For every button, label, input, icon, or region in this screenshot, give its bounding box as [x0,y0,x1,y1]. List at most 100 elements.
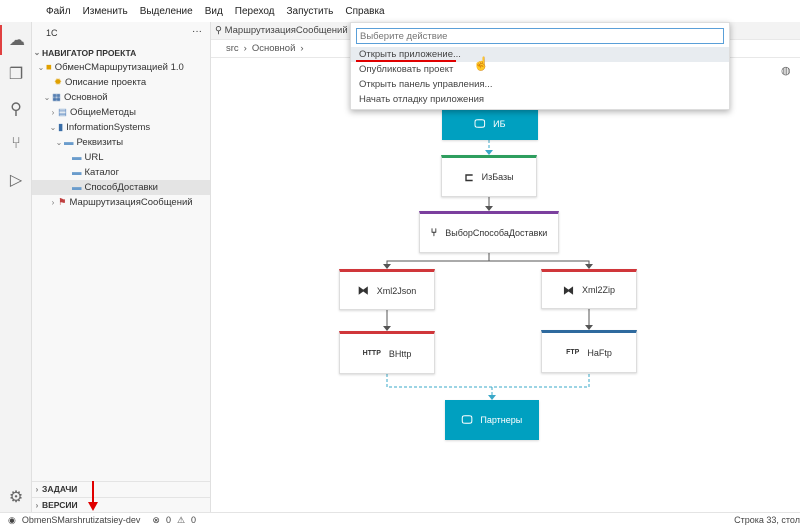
section-label: ВЕРСИИ [42,500,78,510]
tree-label: InformationSystems [66,122,151,133]
node-xml2json[interactable]: ⧓ Xml2Json [339,269,435,310]
database-1c-icon: ⊏ [464,171,474,184]
connector [386,373,590,398]
tree-label: Реквизиты [76,137,124,148]
tab-routing[interactable]: ⚲ МаршрутизацияСообщений [215,25,348,36]
menu-go[interactable]: Переход [234,5,275,17]
node-label: Xml2Json [376,285,417,296]
project-navigator-header[interactable]: ⌄НАВИГАТОР ПРОЕКТА [33,47,137,58]
tree-item-routing[interactable]: ›⚑МаршрутизацияСообщений [51,197,193,208]
more-actions-button[interactable]: ··· [192,26,202,37]
arrow-head [585,325,593,330]
transform-icon: ⧓ [357,285,369,297]
menu-file[interactable]: Файл [46,5,71,17]
node-partners[interactable]: 🖵Партнеры [445,400,539,440]
menu-view[interactable]: Вид [204,5,223,17]
tree-label: МаршрутизацияСообщений [69,197,193,208]
attribute-icon: ▬ [72,152,82,163]
tab-label: МаршрутизацияСообщений [224,25,348,36]
red-arrow-head [88,502,98,511]
tree-item-attributes[interactable]: ⌄▬Реквизиты [55,137,124,148]
versions-section[interactable]: ›ВЕРСИИ [32,497,210,512]
folder-1c-icon: ■ [46,62,52,73]
command-start-debug[interactable]: Начать отладку приложения [359,94,485,105]
module-icon: ▤ [58,107,67,118]
command-publish[interactable]: Опубликовать проект [359,64,454,75]
attribute-icon: ▬ [72,167,82,178]
red-underline [356,60,456,62]
tree-item-information-systems[interactable]: ⌄▮InformationSystems [49,122,151,133]
diagram-connectors [88,140,593,511]
remote-icon: ◉ [8,514,16,525]
node-haftp[interactable]: FTP HaFtp [541,330,637,373]
breadcrumb-main[interactable]: Основной [251,43,296,54]
diagram-icon: ⚲ [215,25,225,36]
node-ib[interactable]: 🖵 ИБ [442,108,538,140]
command-open-panel[interactable]: Открыть панель управления... [359,79,493,90]
cursor-position[interactable]: Строка 33, стол [734,515,800,525]
monitor-icon: 🖵 [474,117,486,130]
tree-item-project[interactable]: ⌄■ОбменСМаршрутизацией 1.0 [37,62,184,73]
attribute-icon: ▬ [64,137,74,148]
error-count[interactable]: 0 [165,515,171,525]
arrow-head [383,264,391,269]
arrow-head [485,150,493,155]
routing-icon: ⚑ [58,197,67,208]
command-open-app[interactable]: Открыть приложение... [351,47,729,62]
node-vhttp[interactable]: HTTP ВHttp [339,331,435,374]
warning-count[interactable]: 0 [191,515,197,525]
breadcrumb-src[interactable]: src [226,43,239,54]
tree-item-url[interactable]: ▬URL [32,150,210,165]
gear-icon: ✹ [54,77,62,88]
node-iz-bazy[interactable]: ⊏ ИзБазы [441,155,537,197]
node-label: ИБ [493,119,506,129]
tree-label: ОбменСМаршрутизацией 1.0 [54,62,184,73]
section-label: НАВИГАТОР ПРОЕКТА [42,47,137,58]
grid-icon: ▦ [52,92,61,103]
tree-item-delivery-method[interactable]: ▬СпособДоставки [32,180,210,195]
menu-edit[interactable]: Изменить [82,5,128,17]
arrow-head [383,326,391,331]
tree-item-common-methods[interactable]: ›▤ОбщиеМетоды [51,107,136,118]
tasks-section[interactable]: ›ЗАДАЧИ [32,481,210,496]
warning-icon: ⚠ [176,514,186,525]
node-label: ВHttp [388,348,412,359]
node-xml2zip[interactable]: ⧓Xml2Zip [541,269,637,309]
menu-selection[interactable]: Выделение [139,5,193,17]
arrow-head [488,395,496,400]
node-label: Партнеры [480,415,523,425]
ftp-icon: FTP [566,349,580,356]
status-branch[interactable]: ObmenSMarshrutizatsiey-dev [21,515,141,525]
http-icon: HTTP [362,350,381,357]
run-debug-icon[interactable]: ▷ [9,172,23,189]
palette-icon[interactable]: ◍ [781,65,791,77]
tree-item-main[interactable]: ⌄▦Основной [43,92,108,103]
tree-label: ОбщиеМетоды [69,107,136,118]
error-icon: ⊗ [152,514,160,525]
menu-bar: Файл Изменить Выделение Вид Переход Запу… [0,0,800,22]
cloud-1c-icon[interactable]: ☁ [0,25,32,55]
switch-icon: ⑂ [430,227,438,239]
connector [386,253,590,267]
search-icon[interactable]: ⚲ [10,101,22,118]
gear-icon[interactable]: ⚙ [8,489,24,506]
hand-cursor-icon: ☝ [473,56,490,71]
node-label: HaFtp [587,347,612,358]
sidebar-title: 1C [46,28,58,38]
tree-label: Описание проекта [64,77,147,88]
menu-run[interactable]: Запустить [286,5,334,17]
node-label: ИзБазы [481,172,514,182]
source-control-icon[interactable]: ⑂ [11,135,21,152]
node-label: ВыборСпособаДоставки [445,228,548,238]
command-palette: Открыть приложение... Опубликовать проек… [350,22,730,110]
attribute-icon: ▬ [72,182,82,193]
menu-help[interactable]: Справка [345,5,385,17]
explorer-icon[interactable]: ❐ [8,66,24,83]
tree-label: URL [84,152,104,163]
node-label: Xml2Zip [581,285,615,295]
sidebar: 1C ··· ⌄НАВИГАТОР ПРОЕКТА ⌄■ОбменСМаршру… [32,22,211,512]
command-input[interactable] [356,28,724,44]
tree-item-description[interactable]: ✹Описание проекта [32,75,210,90]
tree-item-catalog[interactable]: ▬Каталог [32,165,210,180]
node-vybor[interactable]: ⑂ ВыборСпособаДоставки [419,211,559,253]
